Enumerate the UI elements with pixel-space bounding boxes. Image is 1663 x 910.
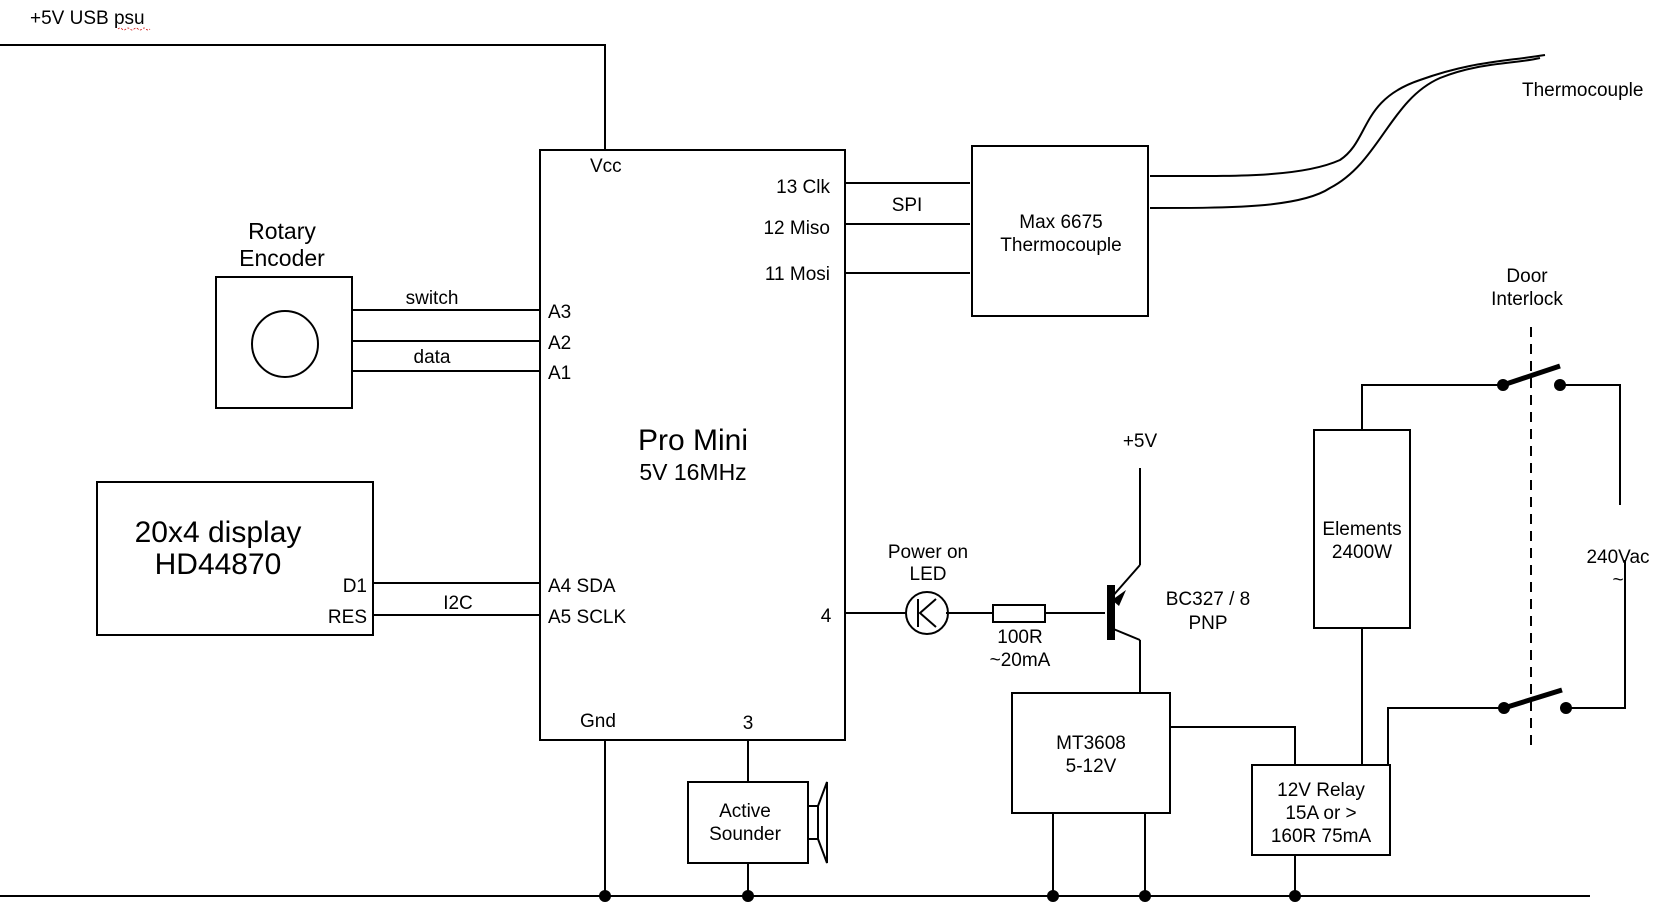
thermocouple-lead-a	[1149, 54, 1546, 178]
transistor-label-line2: PNP	[1188, 613, 1227, 634]
gnd-pin-label: Gnd	[580, 711, 616, 732]
speaker-magnet	[807, 805, 819, 840]
switch-wire-label: switch	[406, 288, 459, 309]
element-top-wire	[1361, 384, 1500, 430]
elements-label-line1: Elements	[1322, 519, 1401, 540]
resistor: 100R ~20mA	[990, 604, 1051, 671]
led-label-line1: Power on	[888, 542, 968, 563]
rotary-encoder: Rotary Encoder	[215, 218, 353, 409]
ac-top-wire	[1560, 384, 1621, 505]
mt3608-box	[1011, 692, 1171, 814]
a4-pin-label: A4 SDA	[548, 576, 616, 597]
d1-pin-label: D1	[343, 576, 367, 597]
relay-to-interlock-wire	[1387, 707, 1500, 765]
ac-supply-label-line2: ~	[1612, 570, 1623, 591]
lcd-display: 20x4 display HD44870 D1 RES	[96, 481, 374, 636]
speaker-icon	[817, 781, 828, 864]
switch-contact	[1560, 702, 1572, 714]
junction-dot	[1139, 890, 1151, 902]
relay-module: 12V Relay 15A or > 160R 75mA	[1251, 764, 1391, 856]
display-box	[96, 481, 374, 636]
vcc-pin-label: Vcc	[590, 156, 622, 177]
door-interlock: Door Interlock	[1491, 266, 1572, 745]
display-label-line1: 20x4 display	[135, 516, 302, 549]
mt3608-label-line2: 5-12V	[1066, 756, 1117, 777]
relay-box	[1251, 764, 1391, 856]
junction-dot	[1289, 890, 1301, 902]
mt3608-label-line1: MT3608	[1056, 733, 1126, 754]
interlock-label-line1: Door	[1506, 266, 1548, 287]
heating-elements: Elements 2400W	[1313, 429, 1411, 629]
max6675-label-line1: Max 6675	[1019, 212, 1102, 233]
a1-pin-label: A1	[548, 363, 571, 384]
spi-label: SPI	[892, 195, 923, 216]
spellcheck-underline	[117, 27, 151, 31]
relay-label-line1: 12V Relay	[1277, 780, 1365, 801]
display-label-line2: HD44870	[155, 548, 282, 581]
junction-dots	[599, 890, 1301, 902]
mt3608-module: MT3608 5-12V	[1011, 692, 1171, 814]
transistor-label-line1: BC327 / 8	[1166, 589, 1251, 610]
power-led: Power on LED	[888, 542, 968, 635]
plus5v-label: +5V	[1123, 431, 1158, 452]
resistor-label-line1: 100R	[997, 627, 1042, 648]
pin12-label: 12 Miso	[763, 218, 830, 239]
junction-dot	[742, 890, 754, 902]
interlock-switch-top-icon	[1502, 363, 1561, 388]
thermocouple-label: Thermocouple	[1522, 80, 1643, 101]
transistor-arrow-icon	[1112, 590, 1126, 606]
pin13-label: 13 Clk	[776, 177, 830, 198]
transistor-emitter-leg	[1110, 564, 1141, 599]
sounder-label-line2: Sounder	[709, 824, 782, 845]
ac-bottom-wire	[1570, 560, 1626, 709]
junction-dot	[599, 890, 611, 902]
pro-mini-box	[539, 149, 846, 741]
switch-contact	[1554, 379, 1566, 391]
sounder-box	[687, 781, 809, 864]
psu-label: +5V USB psu	[30, 8, 145, 29]
transistor-collector-leg	[1110, 627, 1141, 641]
i2c-label: I2C	[443, 593, 473, 614]
resistor-icon	[992, 604, 1046, 623]
mt3608-to-relay-wire	[1170, 726, 1296, 765]
thermocouple-lead-b	[1149, 57, 1541, 209]
pnp-transistor: +5V BC327 / 8 PNP	[1107, 431, 1251, 641]
elements-label-line2: 2400W	[1332, 542, 1392, 563]
pro-mini-board: Vcc 13 Clk 12 Miso 11 Mosi A3 A2 A1 Pro …	[539, 149, 846, 741]
res-pin-label: RES	[328, 607, 367, 628]
pin3-label: 3	[743, 713, 754, 734]
resistor-label-line2: ~20mA	[990, 650, 1051, 671]
max6675-module: Max 6675 Thermocouple	[971, 145, 1149, 317]
led-label-line2: LED	[910, 564, 947, 585]
relay-label-line3: 160R 75mA	[1271, 826, 1372, 847]
data-wire-label: data	[414, 347, 451, 368]
rotary-label-line1: Rotary	[248, 218, 316, 244]
a5-pin-label: A5 SCLK	[548, 607, 626, 628]
pro-mini-subtitle: 5V 16MHz	[639, 459, 746, 485]
vcc-wire	[0, 44, 606, 150]
active-sounder: Active Sounder	[687, 781, 828, 864]
wires	[0, 44, 1626, 897]
interlock-switch-bottom-icon	[1503, 687, 1563, 711]
max6675-box	[971, 145, 1149, 317]
junction-dot	[1047, 890, 1059, 902]
pin11-label: 11 Mosi	[765, 264, 830, 285]
rotary-encoder-box	[215, 276, 353, 409]
rotary-label-line2: Encoder	[239, 245, 325, 271]
ac-supply-label-line1: 240Vac	[1586, 547, 1649, 568]
led-arrow	[918, 598, 937, 628]
a3-pin-label: A3	[548, 302, 571, 323]
pin4-label: 4	[821, 606, 832, 627]
pro-mini-title: Pro Mini	[638, 424, 748, 457]
sounder-label-line1: Active	[719, 801, 771, 822]
max6675-label-line2: Thermocouple	[1000, 235, 1121, 256]
rotary-knob-icon	[251, 310, 319, 378]
led-icon	[905, 591, 949, 635]
interlock-label-line2: Interlock	[1491, 289, 1563, 310]
a2-pin-label: A2	[548, 333, 571, 354]
relay-label-line2: 15A or >	[1285, 803, 1356, 824]
elements-box	[1313, 429, 1411, 629]
